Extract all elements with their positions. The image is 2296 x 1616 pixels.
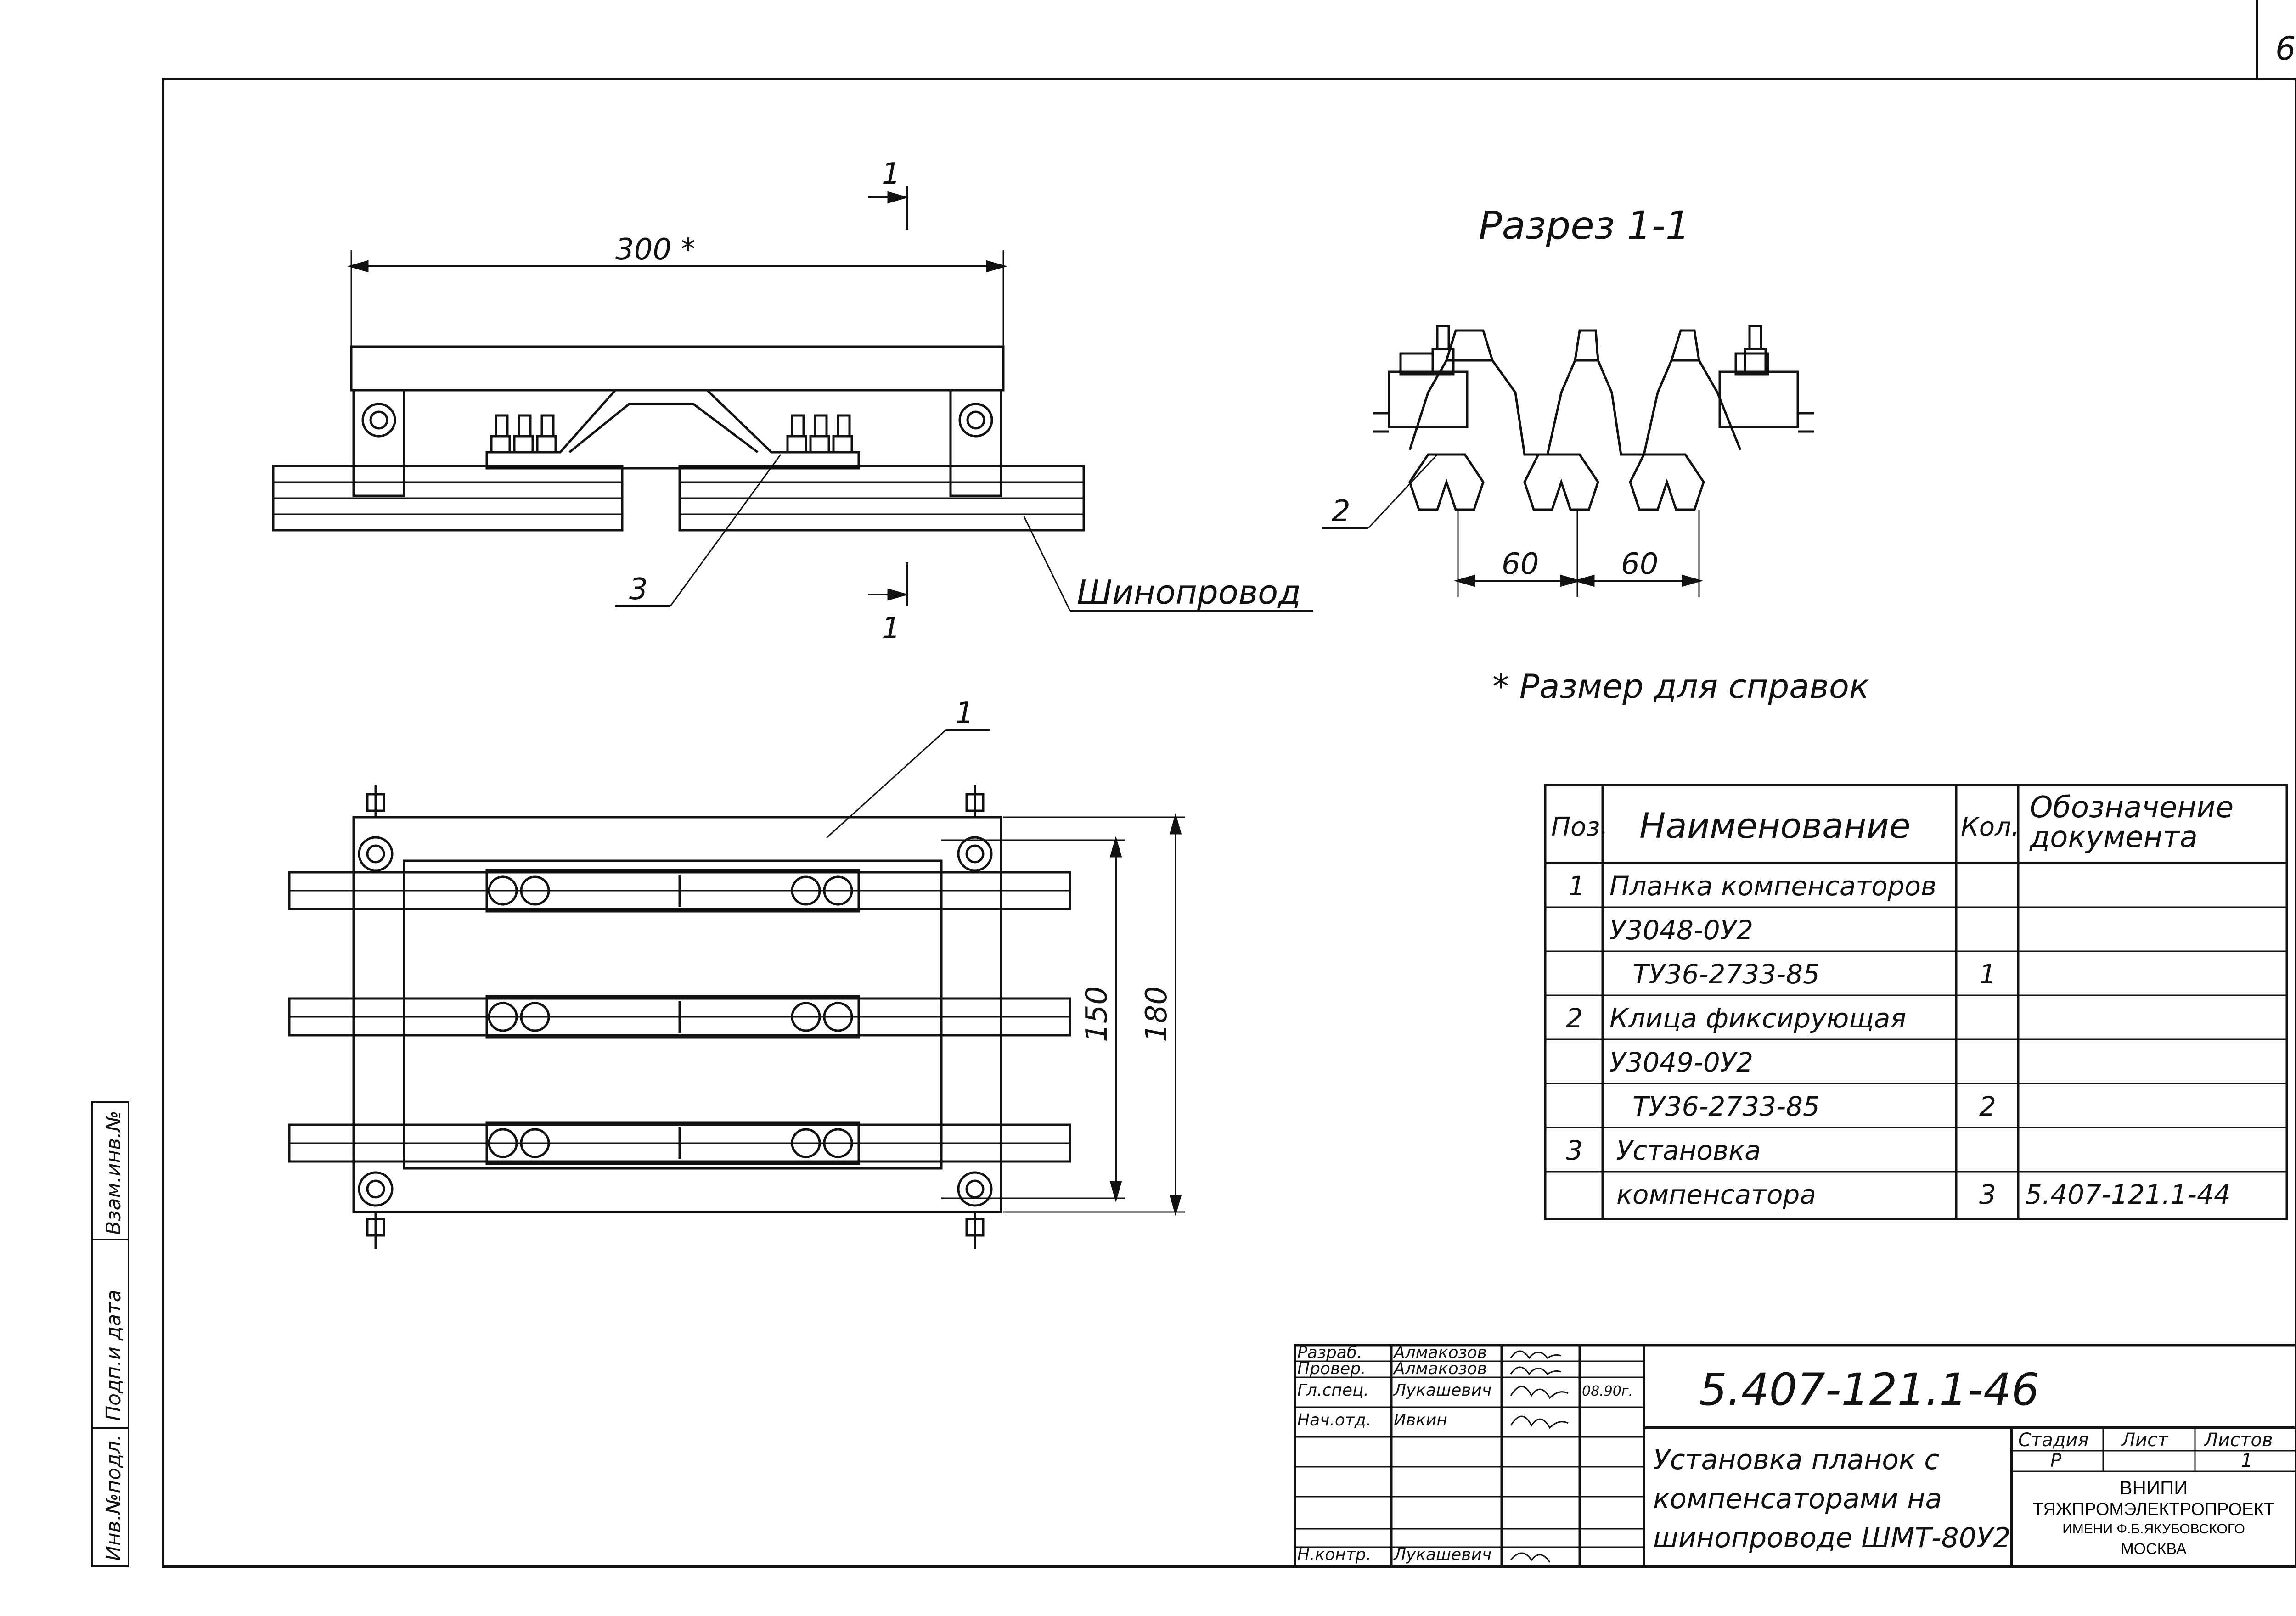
tb-role-4: Нач.отд. [1297, 1411, 1371, 1430]
org-3: ИМЕНИ Ф.Б.ЯКУБОВСКОГО [2062, 1521, 2245, 1537]
row-4-name: Клица фиксирующая [1609, 1003, 1906, 1034]
stamp-vzam-inv: Взам.инв.№ [102, 1111, 125, 1235]
sheets-value: 1 [2241, 1450, 2252, 1471]
row-6-qty: 2 [1979, 1091, 1996, 1122]
tb-name-3: Лукашевич [1393, 1381, 1491, 1400]
tb-date-3: 08.90г. [1582, 1383, 1633, 1399]
doc-title-2: компенсаторами на [1653, 1483, 1942, 1515]
tb-role-5: Н.контр. [1297, 1545, 1371, 1564]
section-mark-top: 1 [882, 157, 900, 191]
doc-title-1: Установка планок с [1653, 1444, 1939, 1476]
doc-title-3: шинопроводе ШМТ-80У2 [1653, 1522, 2011, 1554]
row-8-doc: 5.407-121.1-44 [2025, 1179, 2231, 1210]
row-1-pos: 1 [1568, 870, 1585, 902]
signatures [1510, 1350, 1569, 1563]
reference-note: * Размер для справок [1492, 667, 1869, 706]
org-4: МОСКВА [2121, 1540, 2187, 1558]
dimension-60-right: 60 [1621, 547, 1658, 581]
spec-table: Поз. Наименование Кол. Обозначение докум… [1544, 784, 2288, 1220]
stage-header: Стадия [2018, 1430, 2088, 1451]
tb-role-1: Разраб. [1297, 1343, 1362, 1362]
row-2-name: У3048-0У2 [1609, 915, 1753, 946]
row-4-pos: 2 [1566, 1003, 1583, 1034]
stamp-inv-podl: Инв.№подл. [102, 1434, 125, 1561]
page-number: 64 [2275, 30, 2296, 67]
tb-name-5: Лукашевич [1393, 1545, 1491, 1564]
tb-role-2: Провер. [1297, 1359, 1366, 1378]
callout-2: 2 [1332, 494, 1351, 528]
tb-name-4: Ивкин [1394, 1411, 1447, 1430]
plan-view-drawing [288, 729, 1185, 1249]
row-3-qty: 1 [1979, 959, 1996, 990]
org-2: ТЯЖПРОМЭЛЕКТРОПРОЕКТ [2033, 1500, 2274, 1519]
section-drawing [1322, 325, 1814, 597]
doc-code: 5.407-121.1-46 [1699, 1364, 2039, 1415]
callout-1: 1 [955, 696, 974, 730]
row-1-name: Планка компенсаторов [1609, 870, 1936, 902]
header-name: Наименование [1639, 805, 1911, 846]
dimension-300: 300 * [615, 233, 696, 267]
header-doc-2: документа [2029, 820, 2198, 854]
title-block: Разраб. Алмакозов Провер. Алмакозов Гл.с… [1294, 1343, 2296, 1568]
header-doc-1: Обозначение [2030, 791, 2234, 825]
section-title: Разрез 1-1 [1479, 203, 1690, 248]
busbar-label: Шинопровод [1077, 573, 1301, 612]
row-6-name: ТУ36-2733-85 [1632, 1091, 1820, 1122]
tb-role-3: Гл.спец. [1297, 1381, 1369, 1400]
dimension-60-left: 60 [1502, 547, 1539, 581]
sheet-frame [162, 0, 2296, 1568]
side-stamp: Инв.№подл. Подп.и дата Взам.инв.№ [91, 1101, 129, 1567]
tb-name-1: Алмакозов [1393, 1343, 1487, 1362]
stamp-podp-data: Подп.и дата [102, 1290, 125, 1421]
row-8-name: компенсатора [1616, 1179, 1816, 1210]
dimension-150: 150 [1080, 986, 1114, 1042]
stage-value: Р [2050, 1450, 2062, 1471]
row-5-name: У3049-0У2 [1609, 1047, 1753, 1078]
top-view-drawing [272, 186, 1313, 612]
header-pos: Поз. [1551, 812, 1608, 842]
row-7-pos: 3 [1566, 1135, 1583, 1166]
tb-name-2: Алмакозов [1393, 1359, 1487, 1378]
org-1: ВНИПИ [2120, 1477, 2188, 1498]
header-qty: Кол. [1961, 812, 2020, 842]
row-7-name: Установка [1616, 1135, 1761, 1166]
section-mark-bottom: 1 [882, 612, 900, 645]
sheet-header: Лист [2121, 1430, 2169, 1451]
sheets-header: Листов [2203, 1430, 2273, 1451]
row-8-qty: 3 [1979, 1179, 1996, 1210]
row-3-name: ТУ36-2733-85 [1632, 959, 1820, 990]
callout-3: 3 [629, 572, 648, 606]
dimension-180: 180 [1140, 986, 1174, 1042]
